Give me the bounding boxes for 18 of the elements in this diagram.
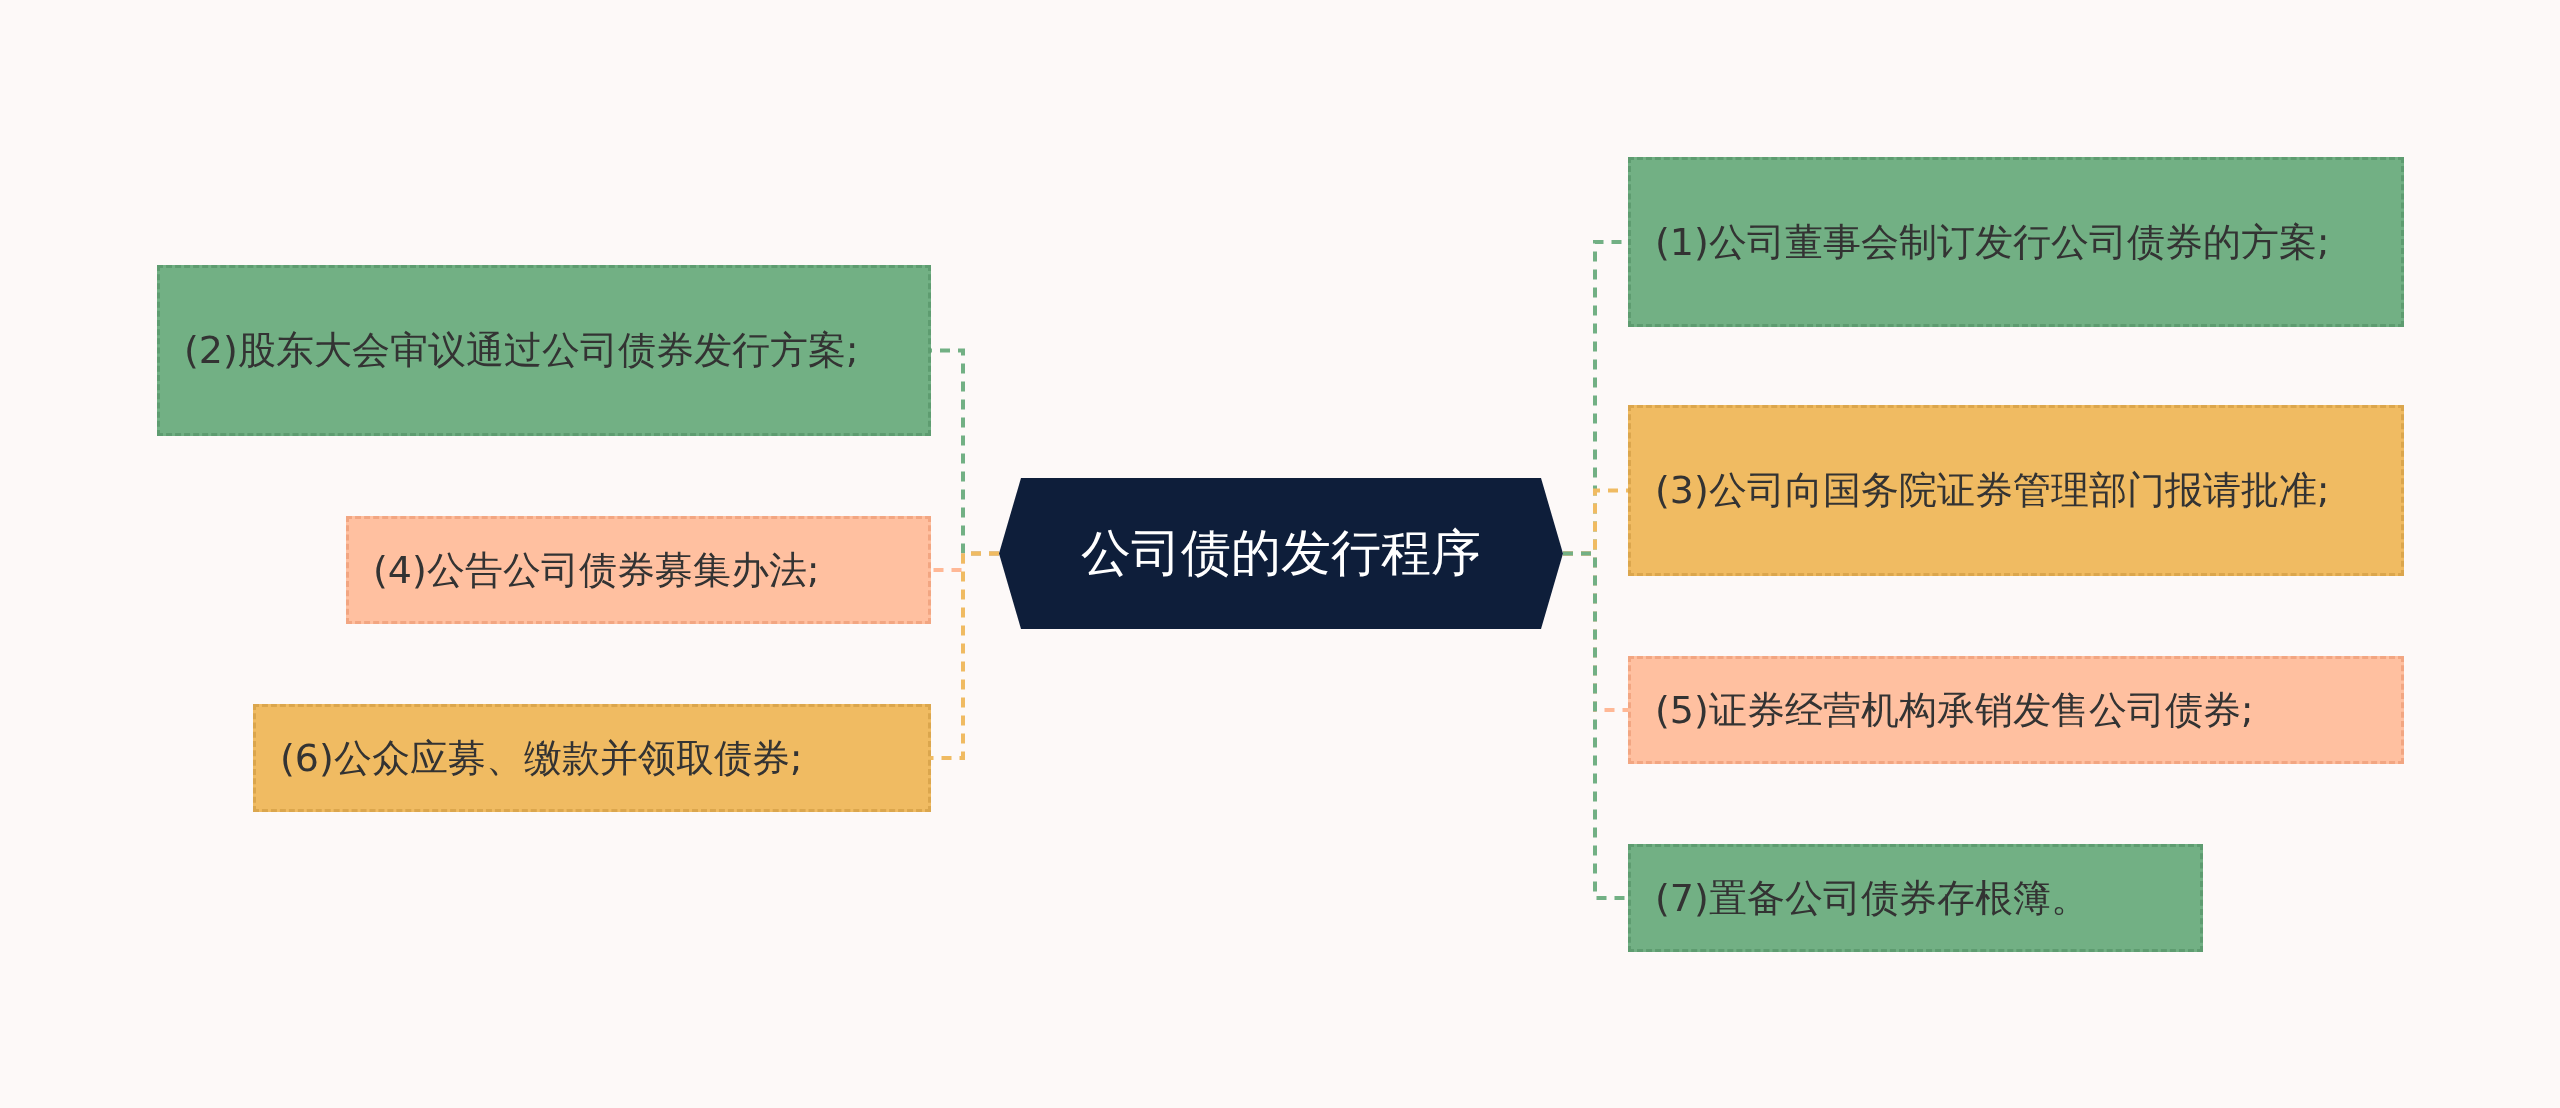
step-text: (6)公众应募、缴款并领取债券;: [280, 734, 803, 782]
step-box: [1628, 157, 2404, 327]
step-box: [1628, 656, 2404, 764]
step-box: [346, 516, 931, 624]
step-box: [1628, 405, 2404, 576]
step-text: (7)置备公司债券存根簿。: [1655, 874, 2089, 922]
connector-line: [931, 551, 999, 760]
step-text: (4)公告公司债券募集办法;: [373, 546, 820, 594]
step-text: (5)证券经营机构承销发售公司债券;: [1655, 686, 2254, 734]
step-box: [157, 265, 931, 436]
step-box: [253, 704, 931, 812]
step-box: [1628, 844, 2203, 952]
step-text: (3)公司向国务院证券管理部门报请批准;: [1655, 467, 2330, 514]
step-text: (1)公司董事会制订发行公司债券的方案;: [1655, 218, 2330, 266]
topic-title: 公司债的发行程序: [1081, 523, 1481, 584]
connector-line: [1563, 551, 1628, 900]
topic-hexagon: [999, 478, 1563, 629]
step-text: (2)股东大会审议通过公司债券发行方案;: [184, 327, 859, 374]
